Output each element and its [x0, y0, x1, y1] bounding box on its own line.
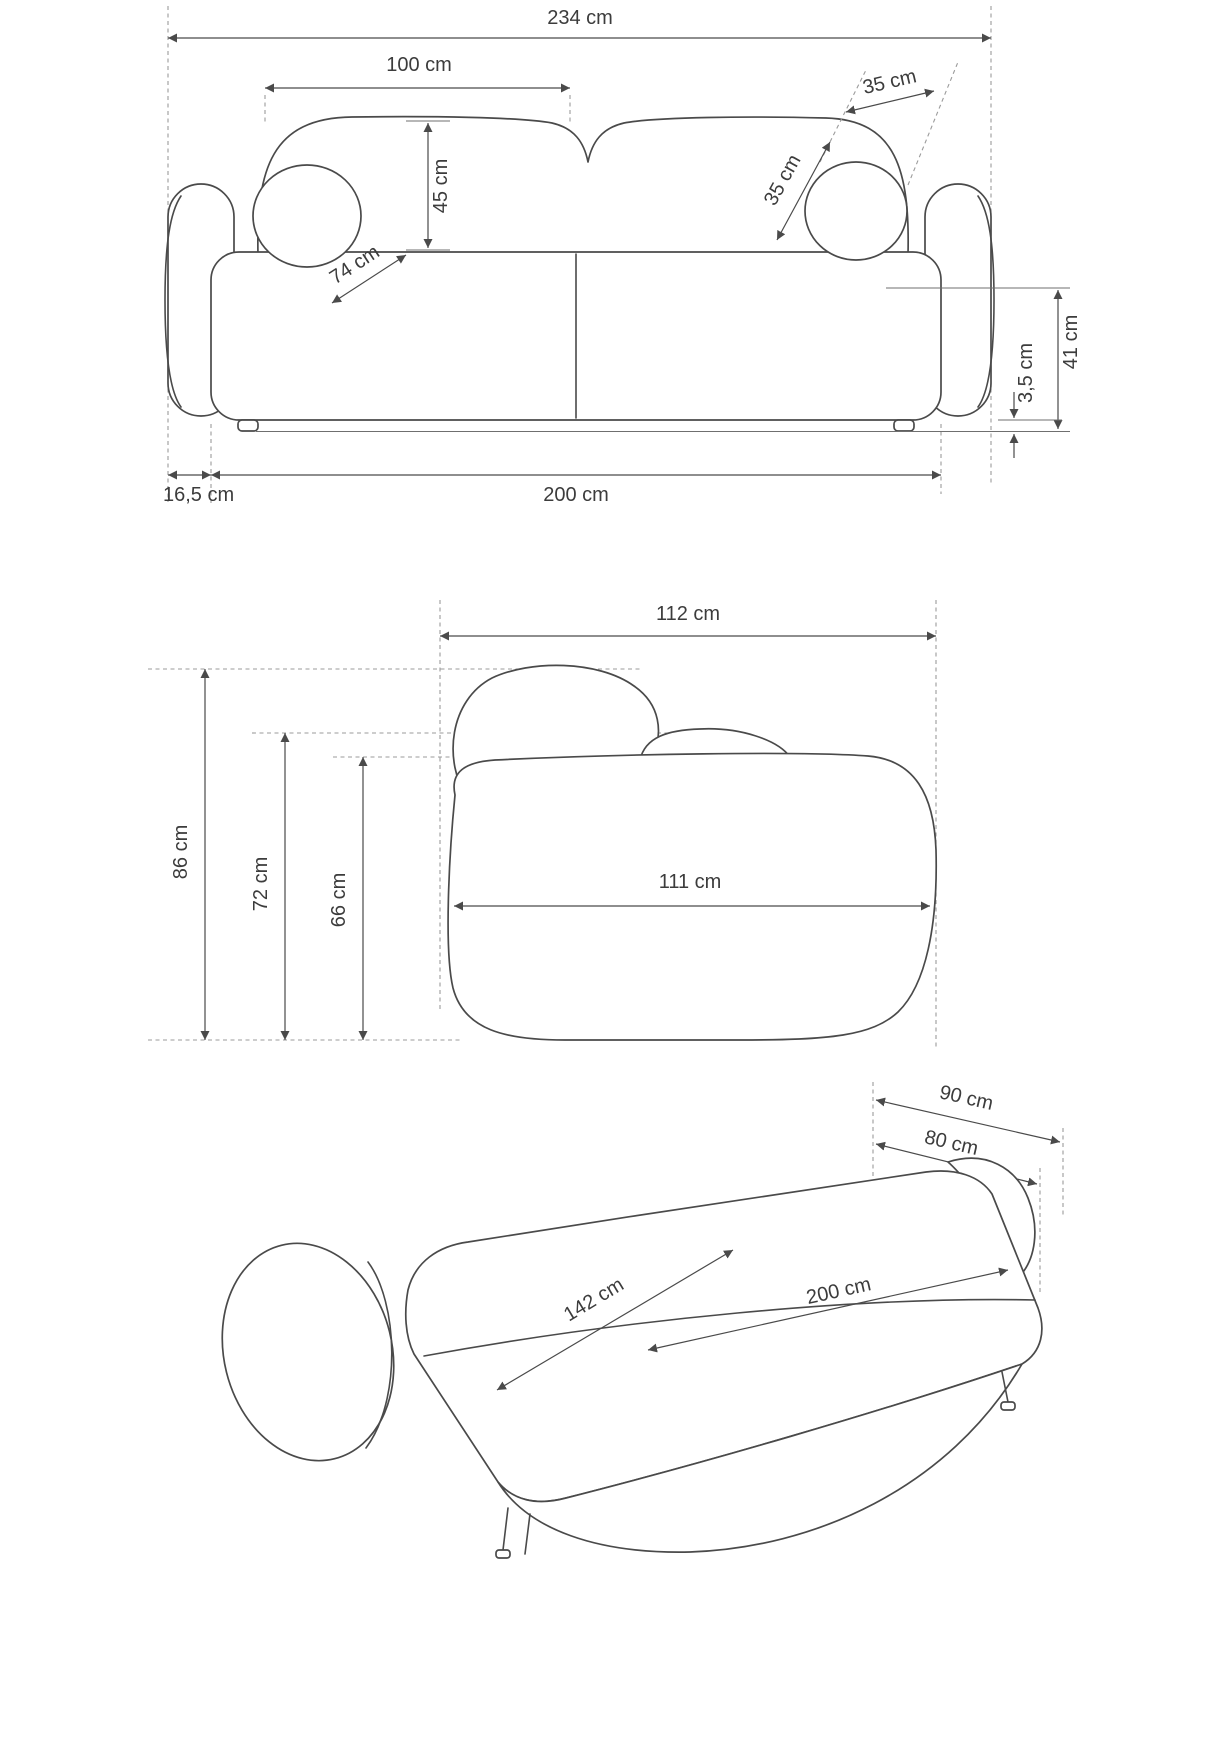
front-pillow-right [804, 161, 908, 261]
dim-label-backrest-height: 45 cm [430, 159, 452, 213]
bed-foot-right [1000, 1401, 1016, 1411]
front-pillow-left [252, 164, 362, 268]
bed-leg-front-2 [524, 1513, 531, 1555]
dim-label-body-height: 66 cm [328, 873, 350, 927]
front-leg-right [893, 419, 915, 432]
dim-label-leg-height: 3,5 cm [1015, 343, 1037, 403]
dim-label-pillow-top: 35 cm [861, 65, 919, 99]
dim-label-seat-height: 41 cm [1060, 315, 1082, 369]
side-body [447, 752, 938, 1041]
bed-armrest-left-rim [365, 1261, 393, 1449]
dim-label-backrest-depth: 80 cm [922, 1126, 980, 1160]
dim-label-total-depth: 112 cm [656, 603, 720, 625]
dim-label-seat-width: 200 cm [543, 484, 609, 506]
front-leg-left [237, 419, 259, 432]
dim-label-body-depth: 111 cm [659, 871, 722, 893]
dim-label-total-width: 234 cm [547, 7, 613, 29]
dim-label-backrest-width: 100 cm [386, 54, 452, 76]
side-view: 112 cm 86 cm 72 cm 66 cm 111 cm [148, 600, 938, 1048]
dim-line-sleeping-length [647, 1267, 1009, 1353]
front-view: 234 cm 100 cm 45 cm 74 cm 35 c [163, 6, 1082, 506]
bed-foot-front [495, 1549, 511, 1559]
dim-label-total-height: 86 cm [170, 825, 192, 879]
front-armrest-left-rim [164, 195, 182, 408]
bed-view: 90 cm 80 cm 142 cm 200 cm [221, 1081, 1064, 1559]
bed-leg-front-1 [502, 1507, 509, 1551]
bed-leg-right [1001, 1371, 1009, 1403]
front-backrest-cushions [257, 115, 910, 256]
dim-line-pillow-top [845, 88, 935, 115]
dim-line-extension-depth [875, 1097, 1061, 1145]
dim-label-extension-depth: 90 cm [937, 1081, 995, 1115]
dim-line-pillow-side [776, 141, 831, 241]
front-armrest-right-rim [977, 195, 995, 408]
dim-label-armrest-width: 16,5 cm [163, 484, 234, 506]
dim-line-seat-depth [331, 254, 407, 304]
bed-armrest-left [221, 1242, 395, 1462]
dim-label-pillow-height: 72 cm [250, 857, 272, 911]
